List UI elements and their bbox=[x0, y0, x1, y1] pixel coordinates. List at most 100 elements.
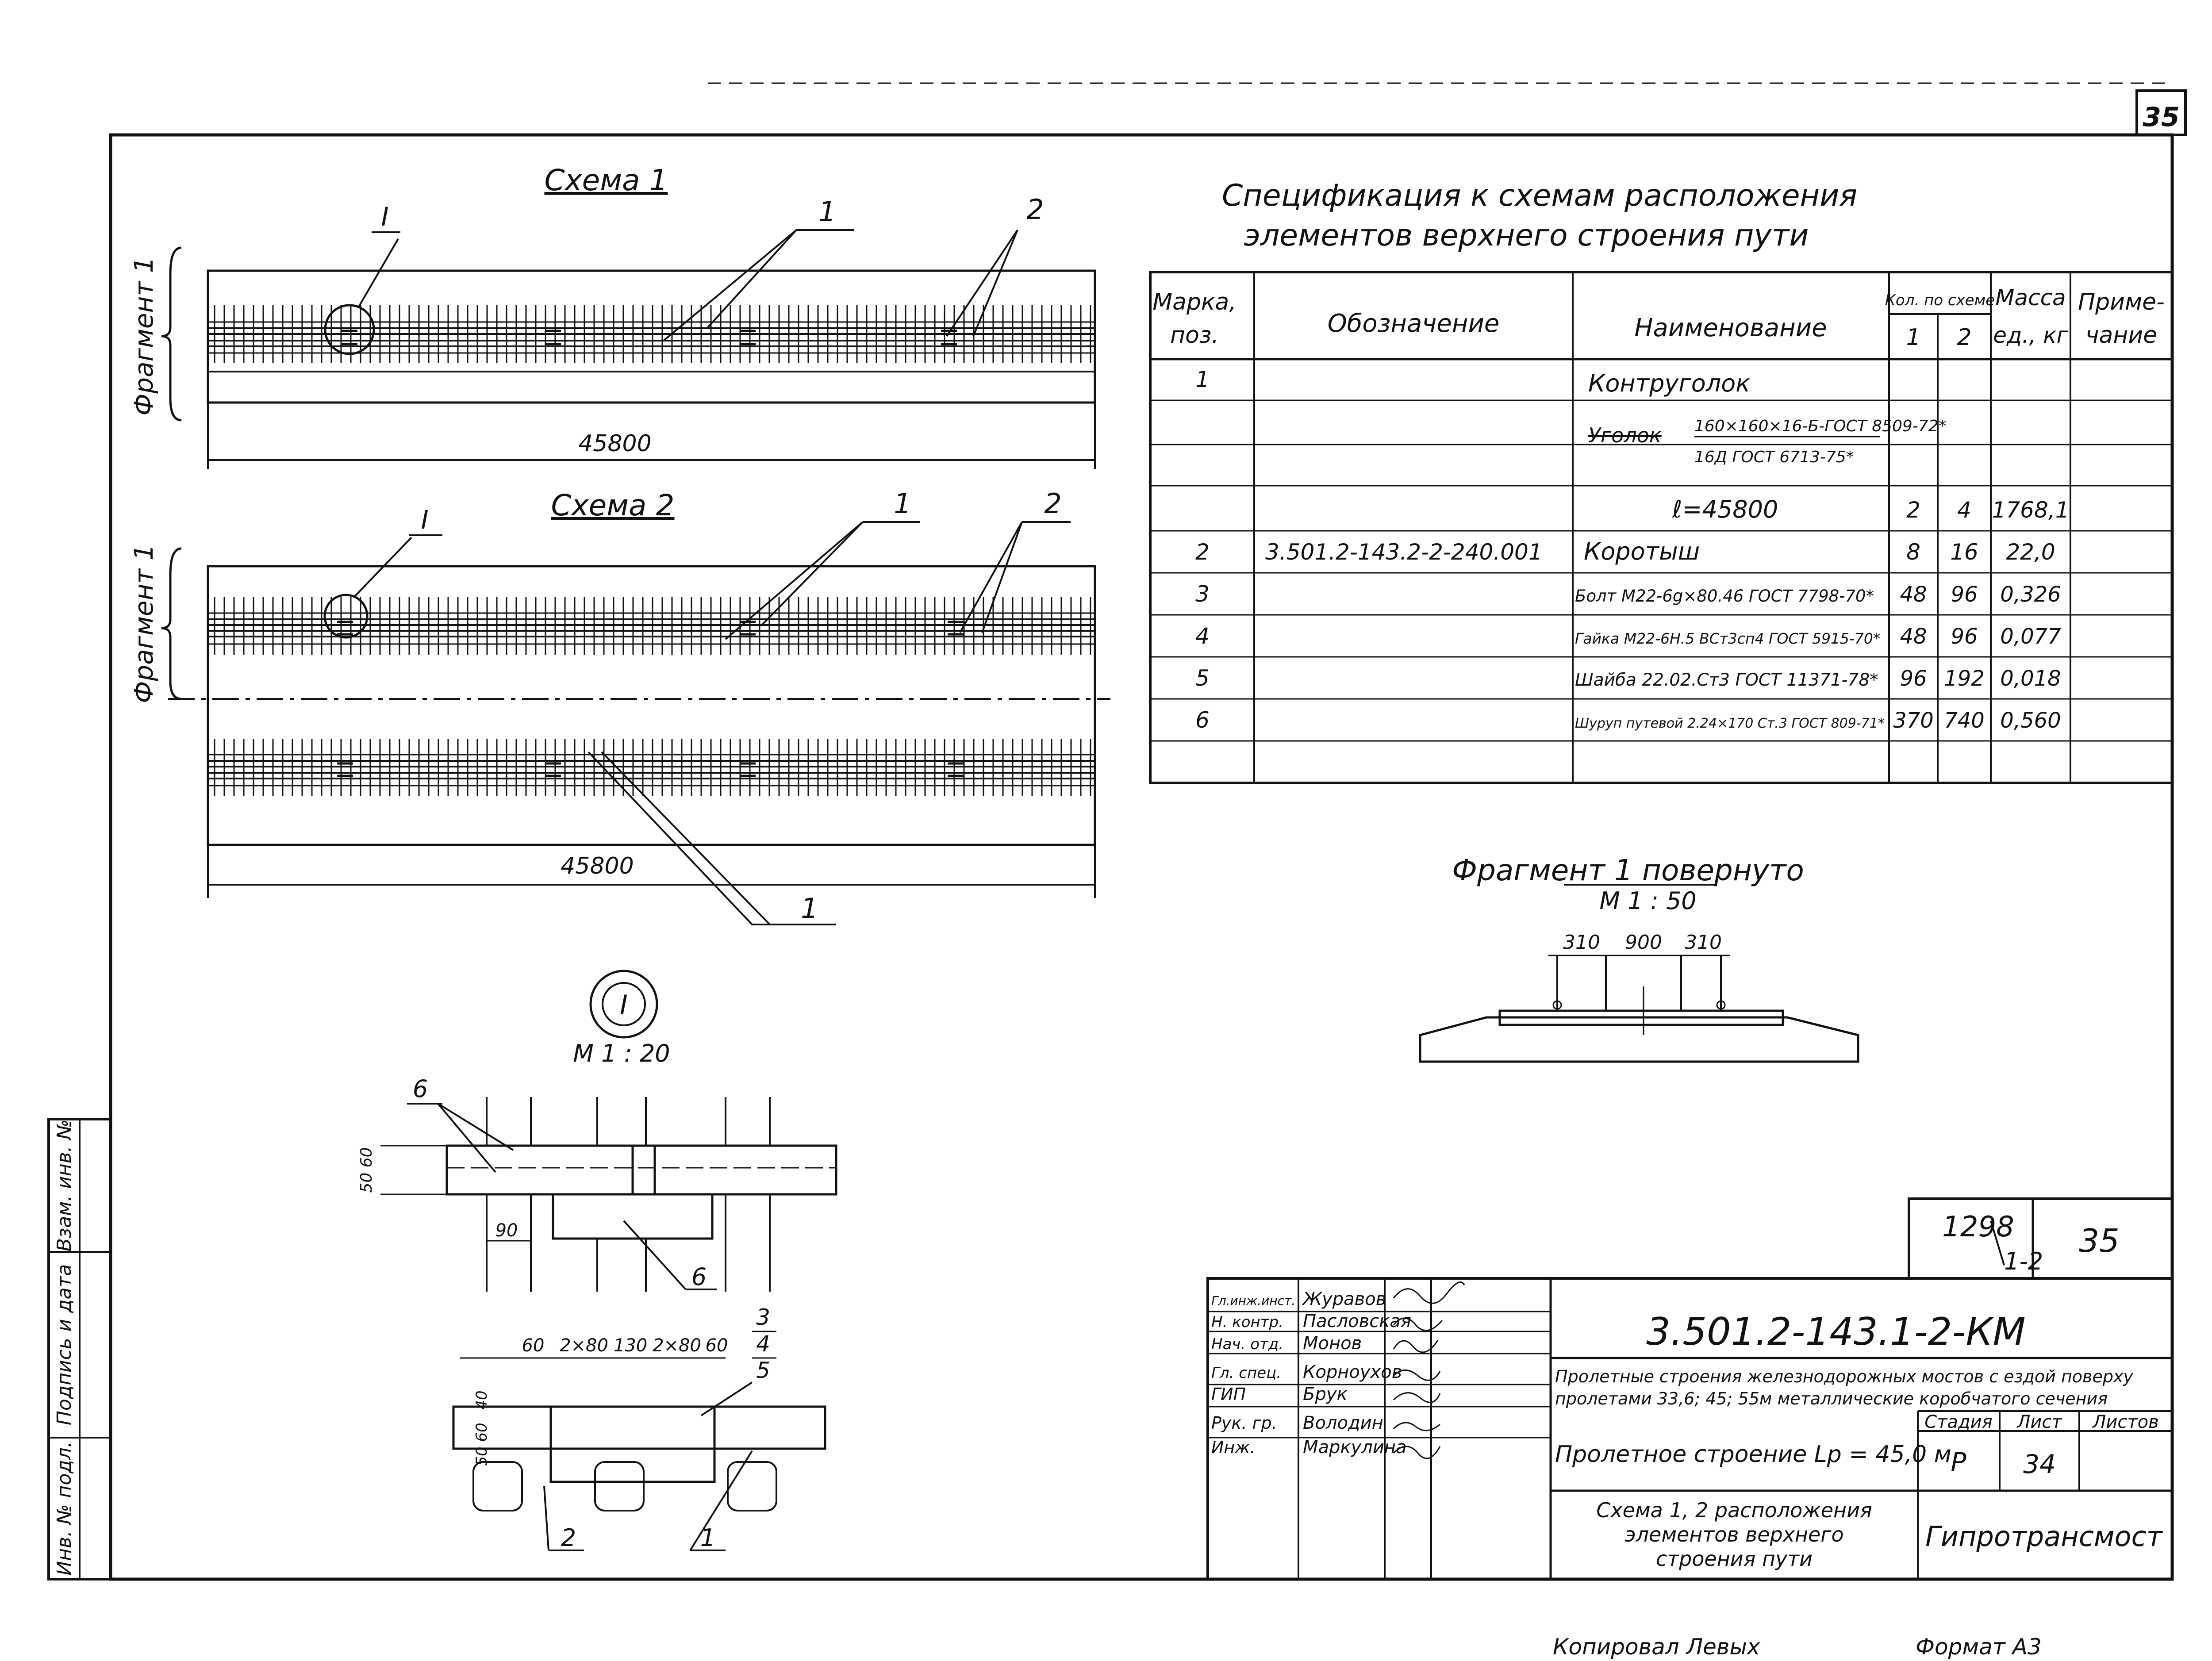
doc-number: 3.501.2-143.1-2-КМ bbox=[1646, 1310, 2026, 1354]
dimension-45800-2: 45800 bbox=[207, 845, 1096, 898]
sheets-label: Листов bbox=[2092, 1412, 2158, 1432]
detail-label-2: 2 bbox=[561, 1524, 576, 1552]
leader-1: 1 bbox=[663, 196, 854, 341]
detail-dim-2x80b: 2×80 bbox=[653, 1335, 701, 1356]
spec-row-3-mass: 1768,1 bbox=[1992, 497, 2070, 523]
leader-2-2: 2 bbox=[959, 487, 1071, 633]
leader-1-2-label: 1 bbox=[894, 487, 911, 520]
dimension-45800-label: 45800 bbox=[578, 430, 651, 457]
role-0: Гл.инж.инст. bbox=[1211, 1293, 1295, 1308]
fragment-sleeper bbox=[1419, 1016, 1859, 1063]
spec-row-8-poz: 6 bbox=[1195, 707, 1210, 733]
spec-row-1-poz: 1 bbox=[1195, 367, 1210, 392]
margin-inv: Инв. № подл. bbox=[53, 1441, 76, 1576]
margin-podpis: Подпись и дата bbox=[53, 1264, 76, 1425]
detail-dim-5060b: 50 60 bbox=[473, 1423, 491, 1465]
leader-1-bottom: 1 bbox=[588, 751, 836, 925]
scheme-2-track-lower bbox=[207, 739, 1096, 796]
spec-row-2-name-den: 16Д ГОСТ 6713-75* bbox=[1694, 448, 1854, 466]
callout-I: I bbox=[324, 202, 400, 355]
signature-marks bbox=[1393, 1281, 1465, 1459]
drawing-line3: строения пути bbox=[1656, 1547, 1813, 1571]
sleepers bbox=[214, 597, 1091, 655]
spec-header-qty1: 1 bbox=[1906, 324, 1920, 351]
spec-row-7-name: Шайба 22.02.Ст3 ГОСТ 11371-78* bbox=[1575, 670, 1878, 690]
stage-label: Стадия bbox=[1924, 1412, 1992, 1432]
callout-I-2-label: I bbox=[421, 505, 428, 535]
dimension-45800-2-label: 45800 bbox=[561, 853, 634, 879]
detail-label-4: 4 bbox=[756, 1331, 770, 1357]
fragment-scale: М 1 : 50 bbox=[1599, 887, 1696, 915]
role-6: Инж. bbox=[1211, 1438, 1256, 1457]
spec-row-3-q2: 4 bbox=[1957, 497, 1971, 523]
fragment-dim-right: 310 bbox=[1685, 931, 1722, 954]
spec-row-7-mass: 0,018 bbox=[2000, 666, 2061, 691]
scheme-1-title: Схема 1 bbox=[545, 163, 668, 197]
detail-dim-60b: 60 bbox=[706, 1335, 728, 1356]
role-1: Н. контр. bbox=[1211, 1313, 1283, 1331]
callout-I-label: I bbox=[381, 202, 388, 232]
spec-row-7-q1: 96 bbox=[1900, 666, 1927, 691]
callout-I-2: I bbox=[323, 505, 442, 639]
scheme-2-side-label: Фрагмент 1 bbox=[129, 544, 159, 703]
fragment-dim-left: 310 bbox=[1563, 931, 1600, 954]
corner-den: 1-2 bbox=[2004, 1247, 2043, 1275]
corner-page: 35 bbox=[2079, 1222, 2120, 1259]
spec-row-5-name: Болт М22-6g×80.46 ГОСТ 7798-70* bbox=[1575, 587, 1874, 606]
name-2: Монов bbox=[1303, 1333, 1362, 1354]
sleepers bbox=[214, 739, 1091, 796]
detail-dim-5060: 50 60 bbox=[357, 1147, 376, 1193]
detail-label-5: 5 bbox=[756, 1358, 770, 1383]
footer-format: Формат А3 bbox=[1916, 1634, 2042, 1660]
spec-header-qty: Кол. по схеме bbox=[1885, 292, 1995, 309]
project-line1: Пролетные строения железнодорожных мосто… bbox=[1555, 1367, 2133, 1386]
rail-joints bbox=[337, 621, 964, 636]
sheet-name: Пролетное строение Lр = 45,0 м bbox=[1555, 1441, 1951, 1468]
detail-plan-view: 6 6 50 60 90 bbox=[357, 1075, 837, 1292]
name-1: Пасловская bbox=[1303, 1311, 1411, 1331]
sheet-number: 35 bbox=[2143, 102, 2180, 133]
fragment-dim-mid: 900 bbox=[1625, 931, 1662, 954]
name-6: Маркулина bbox=[1303, 1437, 1406, 1458]
spec-table-grid bbox=[1149, 271, 2174, 784]
leader-2-label: 2 bbox=[1026, 193, 1044, 226]
leader-2: 2 bbox=[946, 193, 1044, 337]
margin-vzam: Взам. инв. № bbox=[53, 1120, 76, 1252]
footer-copied: Копировал Левых bbox=[1553, 1634, 1760, 1660]
people-grid bbox=[1208, 1311, 1551, 1439]
spec-row-2-name-num: 160×160×16-Б-ГОСТ 8509-72* bbox=[1694, 417, 1947, 435]
spec-row-8-q1: 370 bbox=[1893, 708, 1934, 733]
spec-header-poz: поз. bbox=[1170, 322, 1219, 349]
spec-row-4-poz: 2 bbox=[1195, 539, 1210, 565]
detail-scale: М 1 : 20 bbox=[573, 1040, 670, 1067]
role-3: Гл. спец. bbox=[1211, 1364, 1281, 1382]
spec-row-5-poz: 3 bbox=[1195, 581, 1210, 607]
spec-header-naimenovanie: Наименование bbox=[1634, 314, 1827, 342]
project-line2: пролетами 33,6; 45; 55м металлические ко… bbox=[1555, 1389, 2108, 1408]
spec-row-5-q1: 48 bbox=[1900, 582, 1927, 607]
detail-dim-40: 40 bbox=[473, 1390, 491, 1409]
detail-section-view: 60 2×80 130 2×80 60 40 50 60 3 4 5 2 1 bbox=[452, 1304, 826, 1552]
spec-header-massa-unit: ед., кг bbox=[1993, 322, 2068, 348]
sheet-value: 34 bbox=[2023, 1449, 2056, 1479]
margin-stamp: Взам. инв. № Подпись и дата Инв. № подл. bbox=[47, 1118, 112, 1580]
spec-header-oboznachenie: Обозначение bbox=[1328, 309, 1500, 338]
name-0: Журавов bbox=[1302, 1289, 1386, 1309]
spec-row-7-poz: 5 bbox=[1195, 665, 1210, 691]
detail-label-6a: 6 bbox=[413, 1075, 428, 1103]
fragment-1: Фрагмент 1 повернуто М 1 : 50 310 900 31… bbox=[1419, 853, 1859, 1063]
role-2: Нач. отд. bbox=[1211, 1335, 1283, 1353]
spec-header-marka: Марка, bbox=[1152, 289, 1237, 315]
stage-value: Р bbox=[1951, 1447, 1966, 1477]
detail-label-3: 3 bbox=[756, 1304, 770, 1330]
dimension-45800: 45800 bbox=[207, 403, 1096, 469]
spec-header-prim2: чание bbox=[2085, 322, 2157, 349]
spec-row-6-name: Гайка М22-6Н.5 ВСт3сп4 ГОСТ 5915-70* bbox=[1575, 630, 1880, 647]
rail-joints bbox=[337, 762, 964, 777]
spec-row-8-mass: 0,560 bbox=[2000, 708, 2061, 733]
spec-title-line2: элементов верхнего строения пути bbox=[1244, 218, 1809, 253]
detail-dim-90: 90 bbox=[495, 1220, 518, 1241]
spec-row-3-name: ℓ=45800 bbox=[1672, 495, 1778, 523]
spec-row-4-mass: 22,0 bbox=[2006, 539, 2055, 565]
